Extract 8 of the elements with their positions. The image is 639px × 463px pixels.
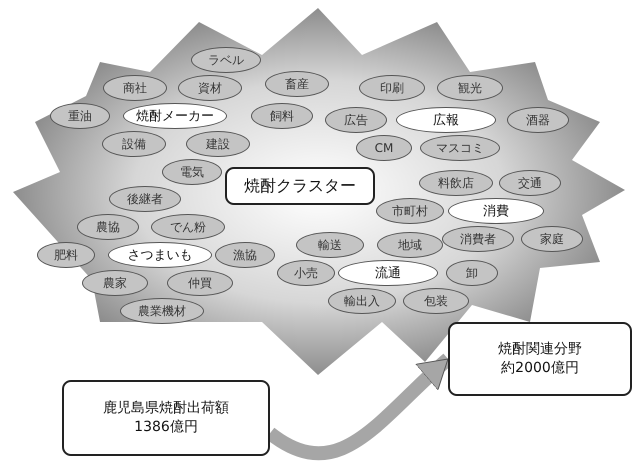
- value-box: [448, 322, 632, 396]
- value-text: 焼酎関連分野: [498, 340, 582, 359]
- topic-ellipse: 肥料: [37, 242, 95, 268]
- value-box: [62, 380, 270, 456]
- value-text: 1386億円: [134, 418, 198, 437]
- title-box: 焼酎クラスター: [225, 167, 375, 205]
- value-text: 鹿児島県焼酎出荷額: [103, 399, 229, 418]
- value-text: 約2000億円: [501, 359, 579, 378]
